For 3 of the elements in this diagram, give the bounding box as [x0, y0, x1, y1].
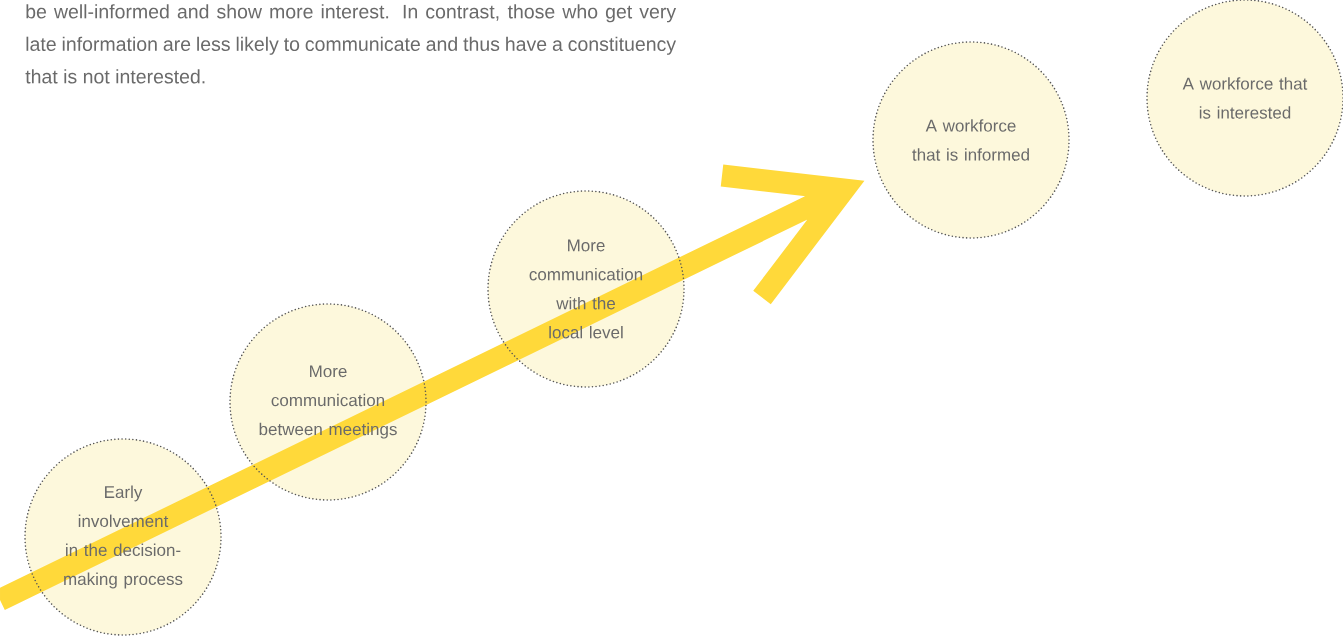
circle-node: A workforce that is informed [872, 41, 1070, 239]
arrow [0, 164, 865, 611]
paragraph: be well-informed and show more interest. In contrast, those who get very late information are less likely to communicate and thus have a constituency that is not interested. [25, 4, 677, 84]
